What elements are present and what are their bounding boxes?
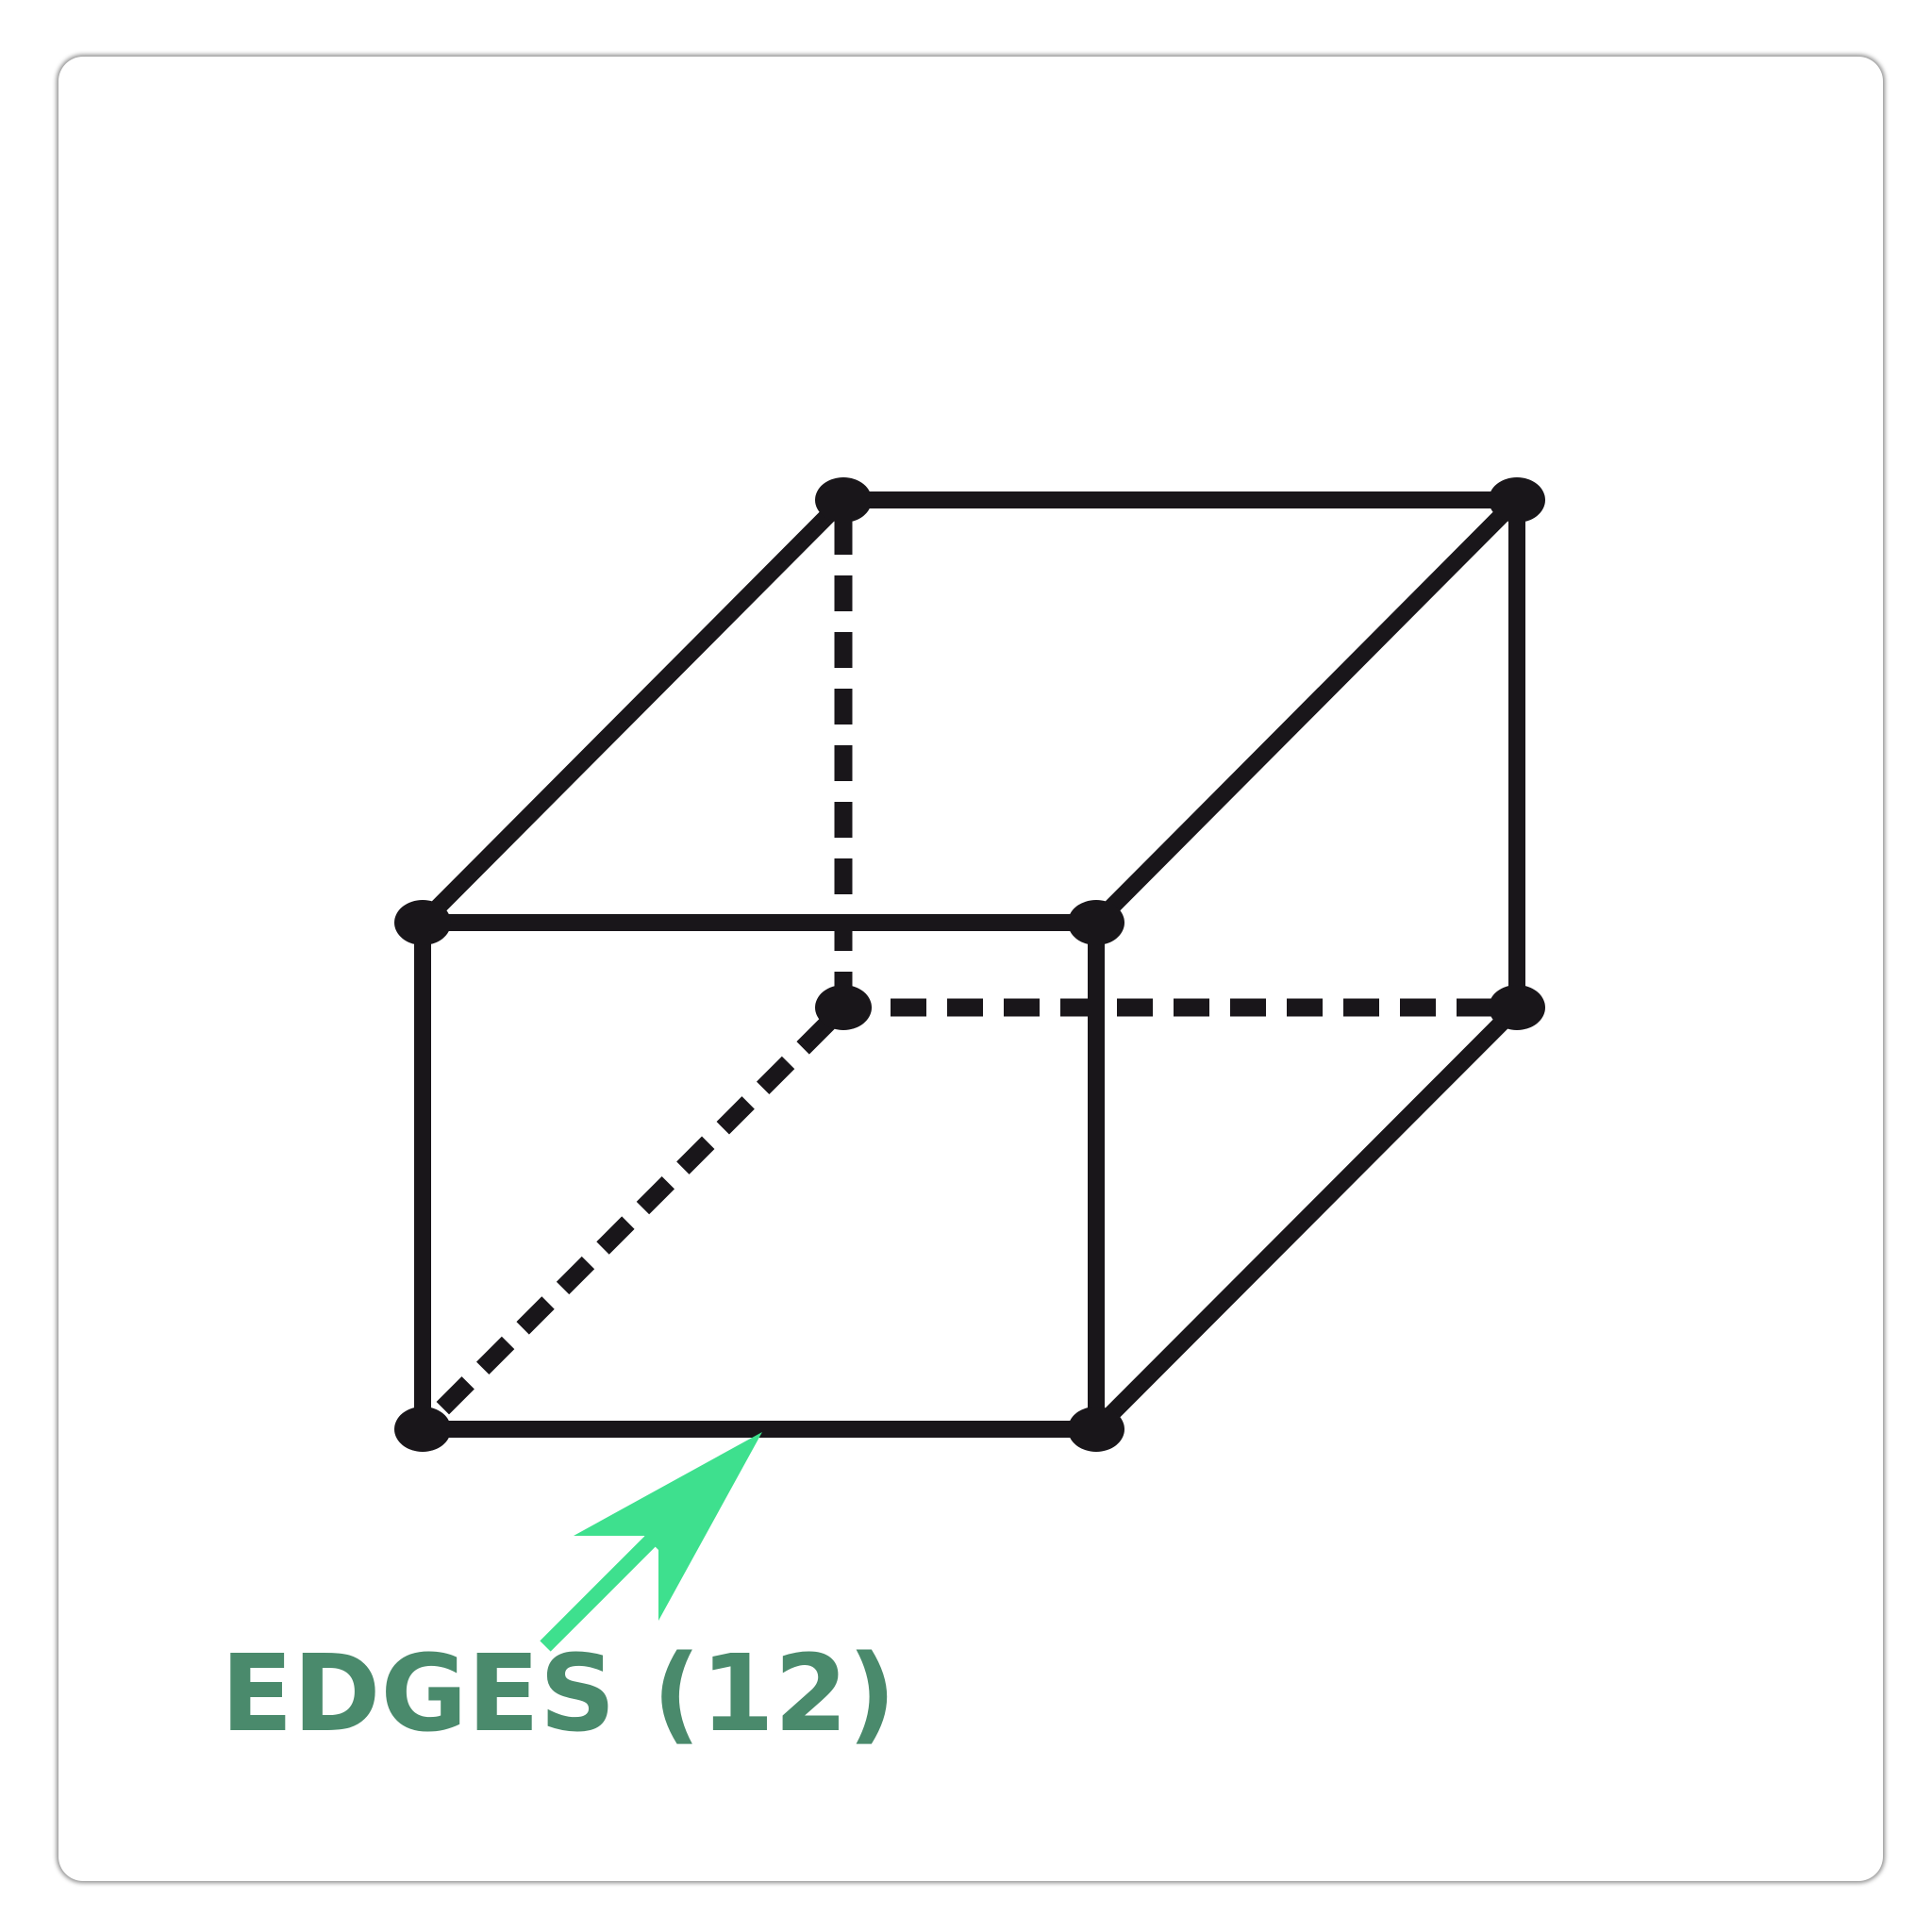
edge-bottom-right-depth [1090, 1001, 1524, 1436]
edge-bottom-left-depth-hidden [420, 1016, 835, 1431]
edges-label: EDGES (12) [221, 1633, 896, 1756]
vertex-back-top-right [1489, 477, 1545, 523]
hidden-edges [420, 519, 1500, 1431]
edge-top-right-depth [1090, 493, 1524, 929]
diagram-card [58, 57, 1883, 1881]
vertex-front-top-left [394, 900, 451, 945]
vertices [394, 477, 1545, 1452]
vertex-front-bottom-right [1068, 1407, 1124, 1452]
vertex-back-bottom-right [1489, 985, 1545, 1030]
solid-edges [414, 491, 1525, 1438]
vertex-front-top-right [1068, 900, 1124, 945]
arrow-icon [540, 1432, 762, 1652]
vertex-back-bottom-left [815, 985, 872, 1030]
arrow-shaft [540, 1525, 666, 1652]
arrow-head [574, 1432, 762, 1621]
vertex-back-top-left [815, 477, 872, 523]
vertex-front-bottom-left [394, 1407, 451, 1452]
edge-top-left-depth [416, 493, 850, 929]
